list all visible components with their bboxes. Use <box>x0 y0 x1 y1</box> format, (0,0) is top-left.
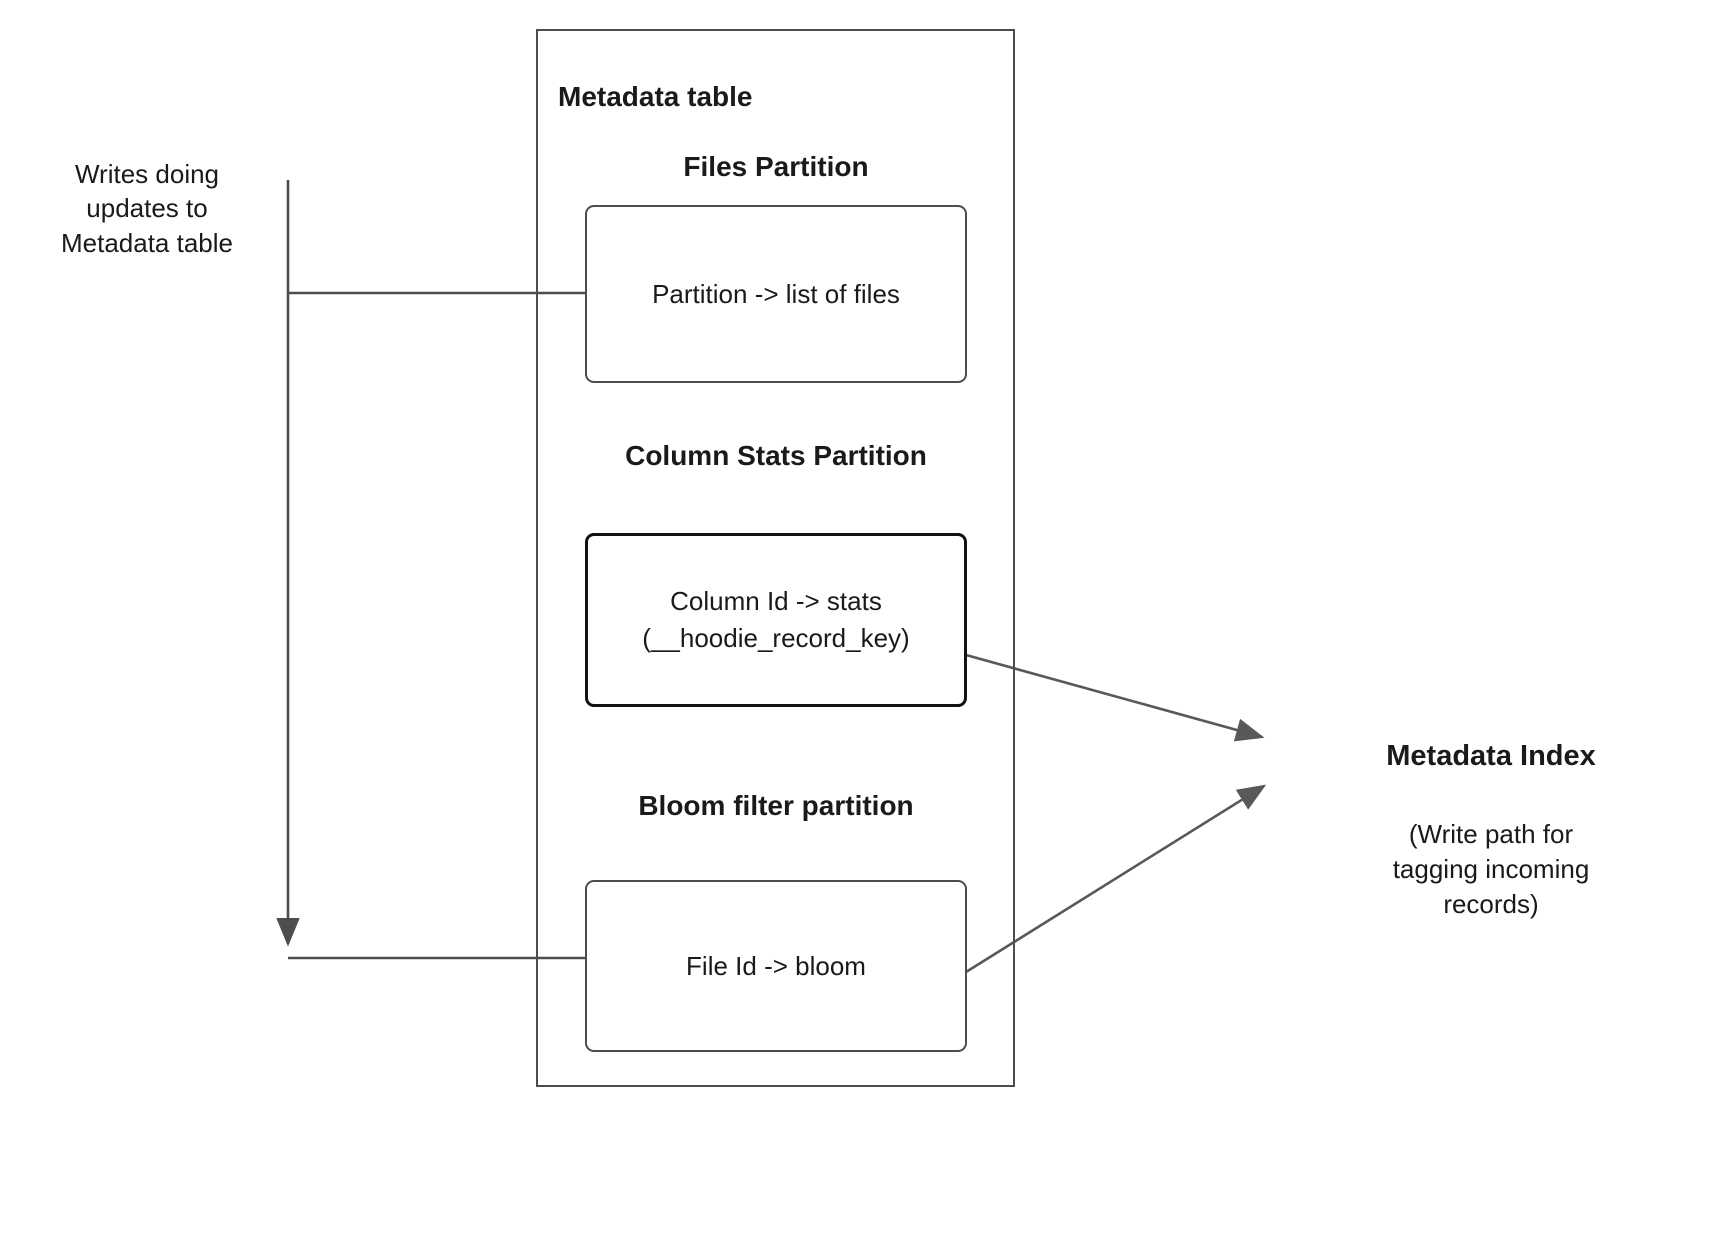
metadata-index-note: (Write path for tagging incoming records… <box>1392 819 1590 920</box>
column-stats-partition-card: Column Id -> stats (__hoodie_record_key) <box>585 533 967 707</box>
metadata-index-title: Metadata Index <box>1386 740 1596 772</box>
files-partition-heading: Files Partition <box>683 151 869 182</box>
bloom-filter-partition-card: File Id -> bloom <box>585 880 967 1052</box>
files-partition-card: Partition -> list of files <box>585 205 967 383</box>
metadata-table-title: Metadata table <box>558 81 753 112</box>
column-stats-partition-heading: Column Stats Partition <box>625 440 927 471</box>
writes-source-label: Writes doing updates to Metadata table <box>60 159 233 258</box>
metadata-table-container <box>536 29 1015 1087</box>
bloom-filter-partition-heading: Bloom filter partition <box>638 790 914 821</box>
